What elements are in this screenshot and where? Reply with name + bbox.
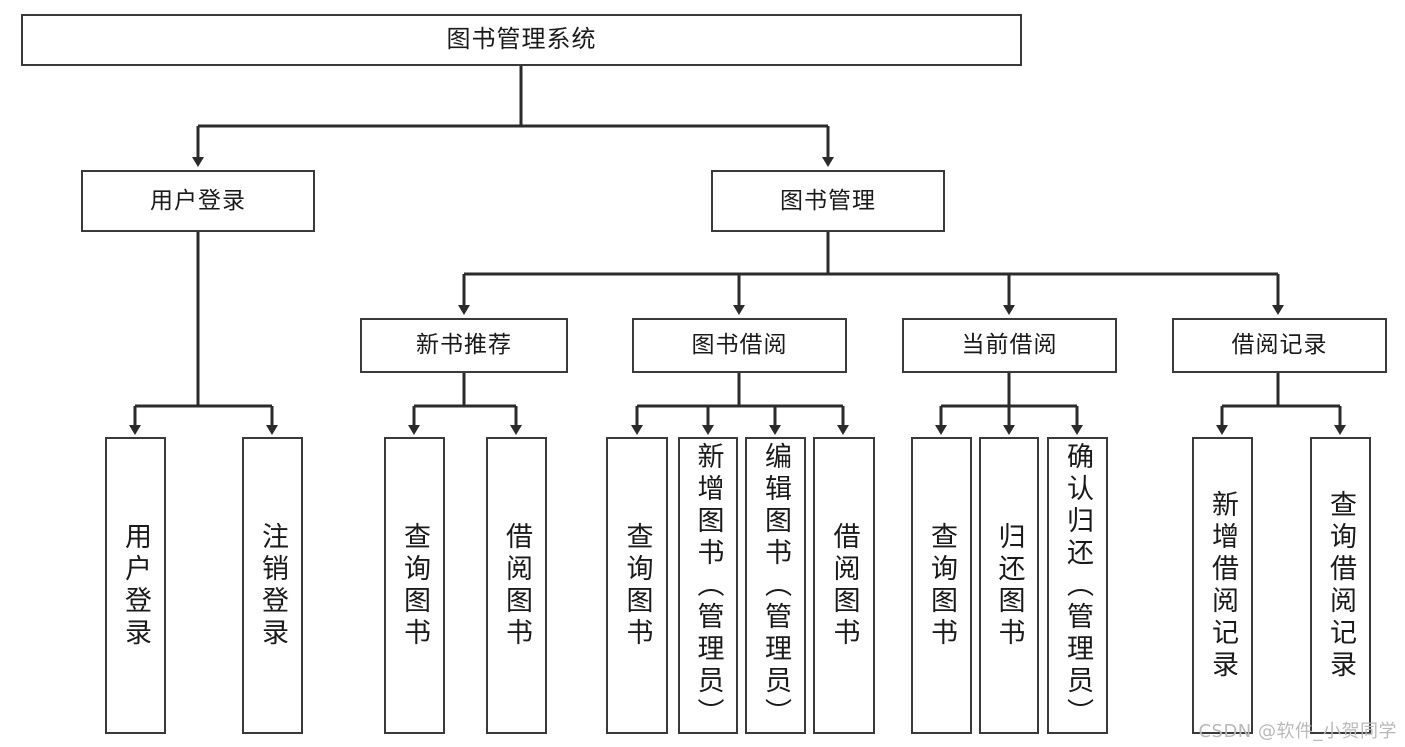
node-leaf-query-book-1[interactable]: 查询图书 [384,437,445,734]
node-book-borrow[interactable]: 图书借阅 [632,318,847,373]
node-label: 归还图书 [993,521,1025,650]
node-leaf-confirm-return[interactable]: 确认归还（管理员） [1047,437,1108,734]
node-leaf-return-book[interactable]: 归还图书 [979,437,1039,734]
node-label: 新增借阅记录 [1207,489,1238,682]
node-borrow-record[interactable]: 借阅记录 [1172,318,1387,373]
node-book-management[interactable]: 图书管理 [711,170,945,232]
node-leaf-add-book[interactable]: 新增图书（管理员） [678,437,738,734]
node-label: 借阅记录 [1231,332,1328,359]
node-label: 用户登录 [150,187,246,214]
node-label: 查询借阅记录 [1325,489,1356,682]
node-root-book-management-system[interactable]: 图书管理系统 [21,14,1022,66]
node-label: 用户登录 [120,521,151,650]
node-leaf-query-borrow-record[interactable]: 查询借阅记录 [1310,437,1371,734]
node-label: 查询图书 [621,521,653,650]
node-label: 新书推荐 [416,332,512,359]
node-leaf-logout[interactable]: 注销登录 [242,437,303,734]
node-leaf-borrow-book-1[interactable]: 借阅图书 [486,437,547,734]
node-leaf-edit-book[interactable]: 编辑图书（管理员） [745,437,806,734]
node-label: 注销登录 [257,521,288,650]
node-user-login[interactable]: 用户登录 [81,170,315,232]
node-label: 新增图书（管理员） [692,441,724,730]
node-leaf-borrow-book-2[interactable]: 借阅图书 [813,437,875,734]
node-label: 确认归还（管理员） [1062,441,1093,730]
node-label: 图书借阅 [691,332,788,359]
node-label: 查询图书 [926,521,957,650]
node-label: 查询图书 [399,521,430,650]
node-label: 图书管理系统 [446,25,597,54]
node-leaf-add-borrow-record[interactable]: 新增借阅记录 [1192,437,1253,734]
node-new-book-recommendation[interactable]: 新书推荐 [360,318,568,373]
node-label: 借阅图书 [828,521,860,650]
node-leaf-query-book-2[interactable]: 查询图书 [606,437,668,734]
node-leaf-query-book-3[interactable]: 查询图书 [911,437,972,734]
node-label: 编辑图书（管理员） [760,441,791,730]
node-label: 当前借阅 [961,332,1058,359]
node-label: 图书管理 [780,187,876,214]
node-leaf-user-login[interactable]: 用户登录 [105,437,166,734]
node-label: 借阅图书 [501,521,532,650]
node-current-borrow[interactable]: 当前借阅 [902,318,1117,373]
